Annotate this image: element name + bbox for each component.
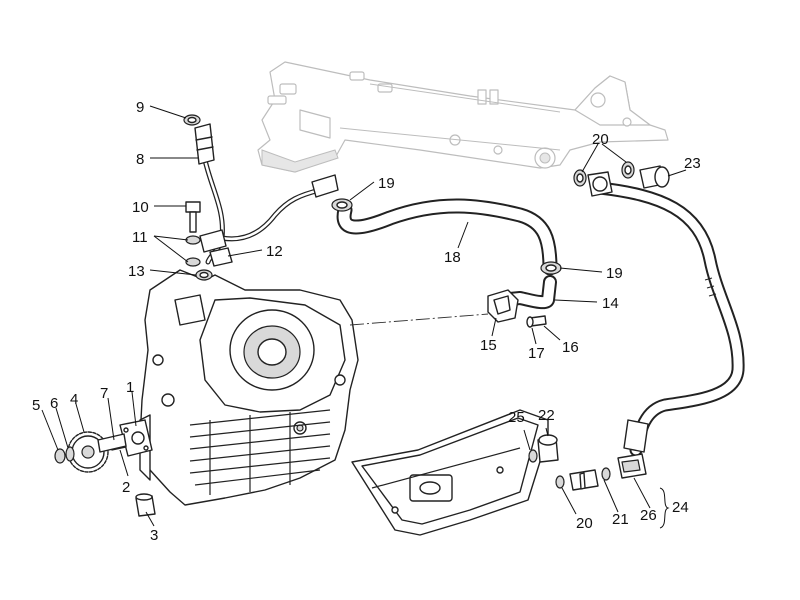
- union-21: [569, 469, 599, 491]
- callout-12: 12: [266, 243, 283, 260]
- callout-14: 14: [602, 295, 619, 312]
- callout-19-upper: 19: [378, 175, 395, 192]
- washers-11: [185, 229, 227, 267]
- callout-20-upper: 20: [592, 131, 609, 148]
- oil-pump-1: [119, 419, 153, 457]
- nut-5: [54, 448, 66, 464]
- callout-4: 4: [70, 391, 78, 408]
- callout-labels: 1 2 3 4 5 6 7 8 9 10 11 12 13 14 15 16 1…: [32, 99, 701, 544]
- washer-20-upper: [573, 169, 587, 187]
- callout-21: 21: [612, 511, 629, 528]
- bolt-10: [185, 201, 201, 233]
- fitting-12: [209, 247, 233, 267]
- bush-3: [135, 493, 156, 517]
- washer-6: [65, 446, 75, 462]
- callout-13: 13: [128, 263, 145, 280]
- callout-15: 15: [480, 337, 497, 354]
- chassis-frame: [257, 61, 669, 173]
- callout-18: 18: [444, 249, 461, 266]
- gearbox-casing: [139, 269, 359, 506]
- hose-clamp-19-lower: [540, 261, 562, 275]
- hose-clamp-19-upper: [331, 198, 353, 212]
- callout-2: 2: [122, 479, 130, 496]
- callout-24: 24: [672, 499, 689, 516]
- callout-23: 23: [684, 155, 701, 172]
- washer-13: [195, 269, 213, 281]
- washer-20b-upper: [621, 161, 635, 179]
- shaft-7: [97, 433, 127, 453]
- washer-25: [528, 449, 538, 463]
- hose-18: [336, 198, 558, 276]
- callout-19-lower: 19: [606, 265, 623, 282]
- callout-20-lower: 20: [576, 515, 593, 532]
- fitting-24: [617, 453, 647, 479]
- callout-10: 10: [132, 199, 149, 216]
- callout-17: 17: [528, 345, 545, 362]
- callout-5: 5: [32, 397, 40, 414]
- hose-14: [493, 275, 557, 310]
- callout-7: 7: [100, 385, 108, 402]
- callout-3: 3: [150, 527, 158, 544]
- hose-26: [593, 181, 745, 457]
- washer-20-lower-b: [601, 467, 611, 481]
- callout-11: 11: [132, 229, 148, 246]
- callout-16: 16: [562, 339, 579, 356]
- banjo-bolt-23: [639, 165, 670, 189]
- callout-25: 25: [508, 409, 525, 426]
- callout-22: 22: [538, 407, 555, 424]
- callout-6: 6: [50, 395, 58, 412]
- banjo-fitting-upper: [587, 171, 613, 197]
- callout-26: 26: [640, 507, 657, 524]
- oil-sump-pan: [351, 409, 549, 536]
- fitting-15: [487, 289, 519, 323]
- screw-16: [526, 315, 547, 328]
- casing-fins: [189, 409, 331, 495]
- washer-20-lower: [555, 475, 565, 489]
- leader-lines: [41, 105, 687, 529]
- washer-9: [183, 114, 201, 126]
- callout-8: 8: [136, 151, 144, 168]
- alignment-line: [349, 313, 489, 326]
- callout-9: 9: [136, 99, 144, 116]
- callout-1: 1: [126, 379, 134, 396]
- drain-plug-22: [537, 434, 559, 463]
